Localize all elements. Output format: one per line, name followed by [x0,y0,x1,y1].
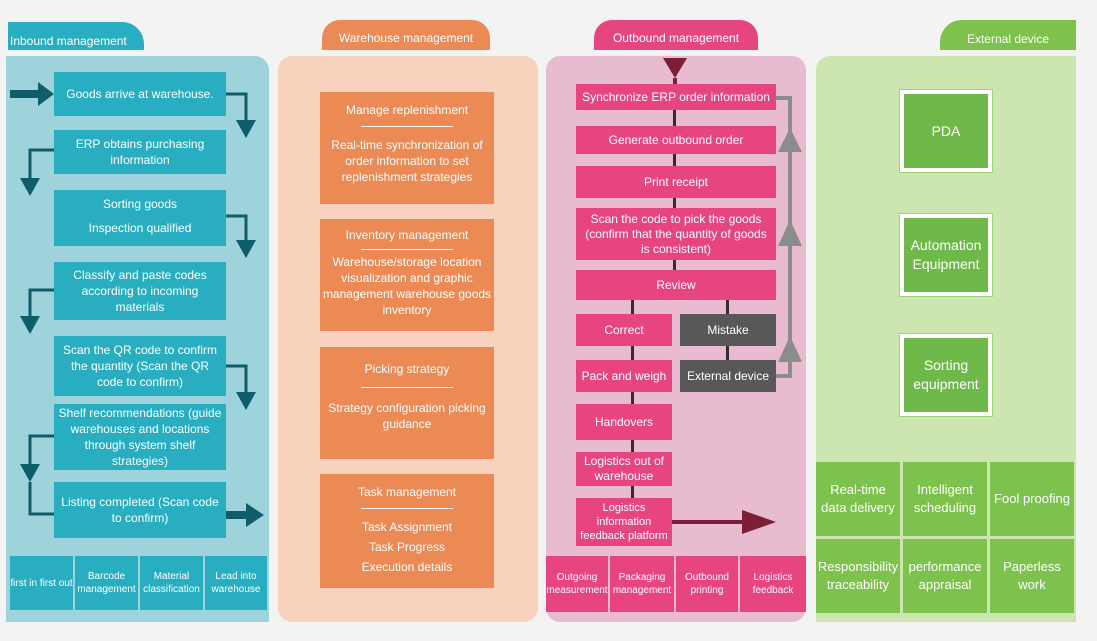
inbound-step-shelf-recommend: Shelf recommendations (guide warehouses … [54,404,226,470]
replenishment-heading: Manage replenishment [345,103,469,117]
outbound-footer-printing: Outbound printing [676,556,738,612]
inbound-step-classify: Classify and paste codes according to in… [54,262,226,320]
external-feature-performance: performance appraisal [903,539,987,613]
external-device-automation: Automation Equipment [899,213,993,297]
outbound-step-logistics-out: Logistics out of warehouse [576,452,672,486]
task-divider [361,508,453,509]
inbound-flow-arrows [10,82,264,527]
inbound-step-erp-purchasing: ERP obtains purchasing information [54,130,226,174]
outbound-step-logistics-feedback: Logistics information feedback platform [576,498,672,546]
inbound-step-goods-arrive: Goods arrive at warehouse. [54,72,226,116]
task-body: Task Assignment Task Progress Execution … [361,520,453,574]
inbound-footer-fifo: first in first out [10,556,73,610]
outbound-step-scan-pick: Scan the code to pick the goods (confirm… [576,208,776,260]
inbound-inspection-label: Inspection qualified [88,221,192,235]
external-feature-realtime: Real-time data delivery [816,462,900,536]
outbound-step-external-device: External device [680,360,776,392]
outbound-footer-measurement: Outgoing measurement [546,556,608,612]
external-device-pda: PDA [899,89,993,173]
outbound-footer-logistics: Logistics feedback [740,556,806,612]
replenishment-divider [361,126,453,127]
outbound-step-mistake: Mistake [680,314,776,346]
outbound-step-pack-weigh: Pack and weigh [576,360,672,392]
warehouse-block-replenishment: Manage replenishment Real-time synchroni… [320,92,494,204]
inventory-divider [361,249,453,250]
outbound-step-correct: Correct [576,314,672,346]
outbound-step-sync-erp: Synchronize ERP order information [576,84,776,110]
outbound-step-generate-order: Generate outbound order [576,126,776,154]
warehouse-block-task: Task management Task Assignment Task Pro… [320,474,494,588]
inventory-body: Warehouse/storage location visualization… [322,255,492,317]
inbound-step-sorting: Sorting goods Inspection qualified [54,190,226,246]
external-feature-foolproof: Fool proofing [990,462,1074,536]
outbound-step-review: Review [576,270,776,300]
outbound-step-handovers: Handovers [576,404,672,440]
external-device-sorting: Sorting equipment [899,333,993,417]
inventory-heading: Inventory management [345,228,469,242]
picking-divider [361,387,453,388]
outbound-step-print-receipt: Print receipt [576,166,776,198]
replenishment-body: Real-time synchronization of order infor… [331,138,483,184]
external-feature-traceability: Responsibility traceability [816,539,900,613]
picking-body: Strategy configuration picking guidance [328,401,486,431]
external-title-tab: External device [940,20,1076,50]
picking-heading: Picking strategy [364,362,450,376]
warehouse-block-inventory: Inventory management Warehouse/storage l… [320,219,494,331]
inbound-step-listing-complete: Listing completed (Scan code to confirm) [54,482,226,538]
external-feature-paperless: Paperless work [990,539,1074,613]
warehouse-block-picking: Picking strategy Strategy configuration … [320,347,494,459]
inbound-footer-lead-into: Lead into warehouse [205,556,267,610]
outbound-footer-packaging: Packaging management [610,556,674,612]
task-heading: Task management [357,485,457,499]
inbound-title-tab: Inbound management [8,22,144,50]
external-feature-scheduling: Intelligent scheduling [903,462,987,536]
inbound-sorting-label: Sorting goods [102,197,178,211]
inbound-step-scan-qr: Scan the QR code to confirm the quantity… [54,336,226,396]
inbound-footer-material: Material classification [140,556,203,610]
warehouse-title-tab: Warehouse management [322,20,490,50]
inbound-footer-barcode: Barcode management [75,556,138,610]
outbound-title-tab: Outbound management [594,20,758,50]
